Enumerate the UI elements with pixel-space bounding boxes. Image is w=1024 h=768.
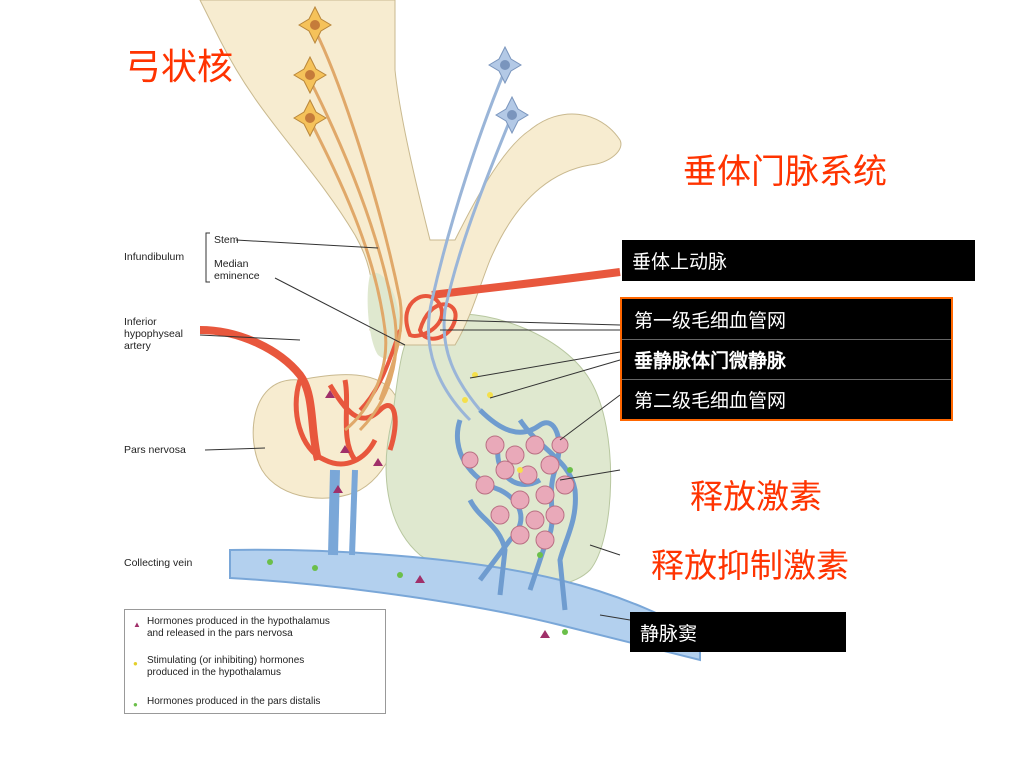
- yellow-neuron-fibers: [308, 29, 403, 432]
- portal-system-title: 垂体门脉系统: [683, 152, 887, 192]
- legend-item-pars-distalis: ● Hormones produced in the pars distalis: [133, 696, 382, 709]
- stem-label: Stem: [214, 234, 239, 246]
- portal-venules-label: 垂静脉体门微静脉: [622, 339, 951, 379]
- hormone-markers: [267, 372, 573, 638]
- legend-item-hypothalamus-released: ▲ Hormones produced in the hypothalamus …: [133, 616, 382, 640]
- release-inhibit-hormone-label: 释放抑制激素: [651, 546, 849, 585]
- superior-artery-label: 垂体上动脉: [632, 251, 728, 273]
- pars-nervosa-label: Pars nervosa: [124, 444, 186, 456]
- infundibulum-label: Infundibulum: [124, 251, 185, 263]
- arcuate-nucleus-title: 弓状核: [125, 47, 234, 88]
- legend-text-3: Hormones produced in the pars distalis: [147, 696, 321, 707]
- superior-artery-vessel: [431, 268, 621, 299]
- collecting-vein-label: Collecting vein: [124, 557, 193, 569]
- inferior-artery-vessel: [199, 326, 322, 462]
- hypothalamus-shape: [199, 0, 622, 346]
- triangle-icon: ▲: [133, 620, 141, 629]
- capillary-group-box: 第一级毛细血管网 垂静脉体门微静脉 第二级毛细血管网: [620, 297, 953, 421]
- primary-capillary-label: 第一级毛细血管网: [634, 309, 787, 332]
- superior-artery-box: 垂体上动脉: [622, 240, 975, 281]
- venous-sinus-box: 静脉窦: [630, 612, 846, 652]
- eminence-label: eminence: [214, 270, 260, 282]
- legend: ▲ Hormones produced in the hypothalamus …: [124, 609, 386, 714]
- inferior-label-3: artery: [124, 340, 151, 352]
- venous-sinus-label: 静脉窦: [640, 622, 698, 645]
- legend-text-1b: and released in the pars nervosa: [147, 628, 293, 639]
- inferior-label-2: hypophyseal: [124, 328, 183, 340]
- legend-text-1a: Hormones produced in the hypothalamus: [147, 616, 330, 627]
- release-hormone-label: 释放激素: [690, 477, 822, 516]
- inferior-label-1: Inferior: [124, 316, 157, 328]
- legend-text-2a: Stimulating (or inhibiting) hormones: [147, 655, 305, 666]
- yellow-dot-icon: ●: [133, 659, 138, 668]
- collecting-vein: [229, 548, 701, 662]
- blue-neuron-fibers: [427, 69, 512, 422]
- neuron-bodies: [293, 5, 529, 138]
- median-label: Median: [214, 258, 249, 270]
- pars-distalis-cells: [461, 435, 575, 550]
- legend-text-2b: produced in the hypothalamus: [147, 667, 281, 678]
- legend-item-stimulating: ● Stimulating (or inhibiting) hormones p…: [133, 655, 382, 679]
- pars-nervosa-shape: [252, 374, 400, 499]
- secondary-capillary-label: 第二级毛细血管网: [622, 379, 951, 419]
- pointer-lines: [199, 239, 631, 621]
- green-dot-icon: ●: [133, 700, 138, 709]
